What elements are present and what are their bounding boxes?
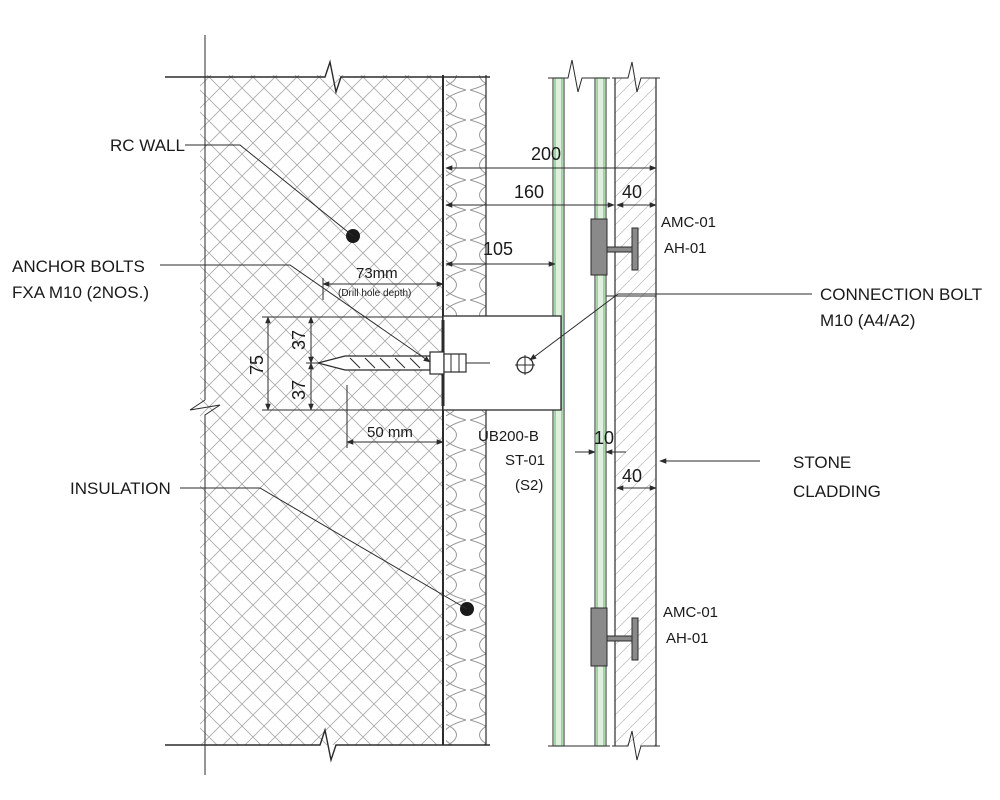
leader-lines xyxy=(160,144,812,610)
connection-bolt-symbol xyxy=(515,355,535,375)
clip-bottom-label-line2: AH-01 xyxy=(666,630,709,647)
dimension-73mm: 73mm xyxy=(356,265,398,282)
clip-top-label-line1: AMC-01 xyxy=(661,214,716,231)
dimension-200: 200 xyxy=(531,144,561,164)
bracket-label-line3: (S2) xyxy=(515,477,543,494)
rc-wall-label: RC WALL xyxy=(110,136,185,155)
dimension-10: 10 xyxy=(594,428,614,448)
anchor-bolt xyxy=(315,351,490,375)
stone-cladding-label-line2: CLADDING xyxy=(793,482,881,501)
dimension-160: 160 xyxy=(514,182,544,202)
dimension-40-top: 40 xyxy=(622,182,642,202)
clip-top xyxy=(590,218,639,276)
bracket-label-line1: UB200-B xyxy=(478,428,539,445)
clip-bottom-label-line1: AMC-01 xyxy=(663,604,718,621)
dimension-75: 75 xyxy=(247,355,267,375)
clip-top-label-line2: AH-01 xyxy=(664,240,707,257)
bracket-label-line2: ST-01 xyxy=(505,452,545,469)
connection-bolt-label-line2: M10 (A4/A2) xyxy=(820,311,915,330)
insulation-label: INSULATION xyxy=(70,479,171,498)
anchor-bolts-label-line1: ANCHOR BOLTS xyxy=(12,257,145,276)
dimension-50mm: 50 mm xyxy=(367,424,413,441)
stone-cladding-label-line1: STONE xyxy=(793,453,851,472)
dimension-40-bottom: 40 xyxy=(622,466,642,486)
rc-wall xyxy=(189,35,444,775)
connection-bolt-label-line1: CONNECTION BOLT xyxy=(820,285,982,304)
dimension-lines xyxy=(262,165,657,491)
dimension-37-bottom: 37 xyxy=(289,380,309,400)
break-lines xyxy=(165,59,490,763)
anchor-bolts-label-line2: FXA M10 (2NOS.) xyxy=(12,283,149,302)
dimension-105: 105 xyxy=(483,239,513,259)
clip-bottom xyxy=(590,607,639,667)
drill-hole-note: (Drill hole depth) xyxy=(338,288,411,299)
dimension-37-top: 37 xyxy=(289,330,309,350)
